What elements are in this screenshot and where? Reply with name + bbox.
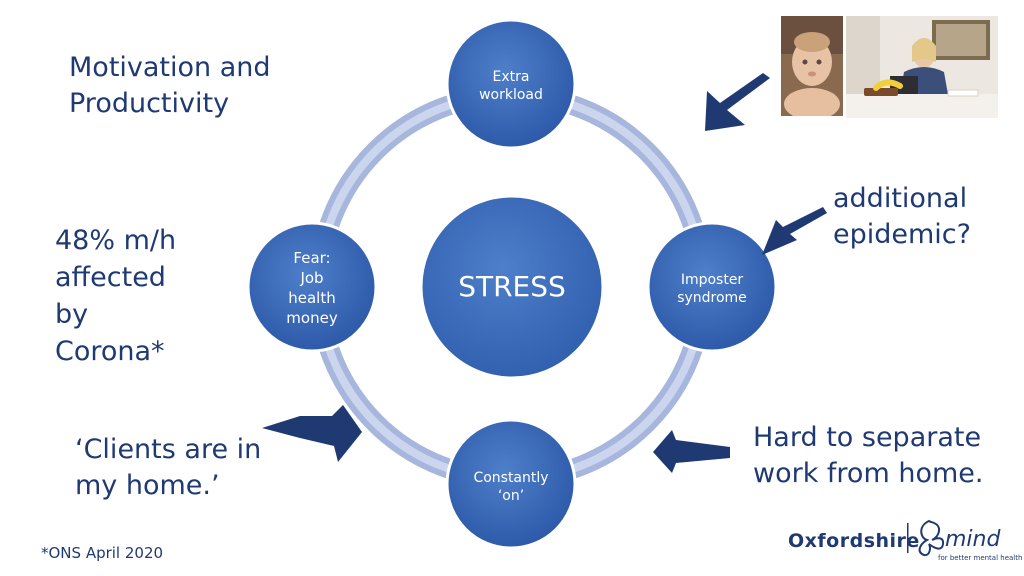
stat-annotation: 48% m/h affected by Corona* [55,222,176,370]
node-left-line-3: health [288,289,336,307]
node-top [445,18,577,150]
separate-line-1: Hard to separate [753,422,982,453]
motivation-annotation: Motivation and Productivity [69,50,271,122]
node-left-label: Fear: Job health money [262,248,362,328]
baby-photo-image [781,16,843,116]
node-bottom-line-1: Constantly [473,470,549,486]
logo-figure-icon [918,519,945,557]
center-label: STRESS [458,270,566,303]
separate-line-2: work from home. [753,458,984,489]
node-top-label: Extra workload [461,68,561,104]
logo-tagline: for better mental health [938,554,1023,562]
clients-line-2: my home.’ [75,470,220,501]
logo-right-text: mind [945,527,1001,552]
arrow-from-clients [262,405,362,462]
node-bottom-line-2: ‘on’ [497,488,525,504]
footnote: *ONS April 2020 [41,544,164,562]
epidemic-line-1: additional [833,183,968,214]
stat-line-3: by [55,299,89,330]
working-parent-photo-image [846,16,998,118]
logo-left-text: Oxfordshire [788,530,920,552]
center-node [419,194,605,380]
arrow-to-top-node [705,73,770,131]
stat-line-2: affected [55,262,166,293]
arrow-to-bottom-node [653,430,730,473]
node-bottom-label: Constantly ‘on’ [461,469,561,505]
separate-annotation: Hard to separate work from home. [753,420,983,492]
stat-line-1: 48% m/h [55,225,177,256]
motivation-line-1: Motivation and [69,52,271,83]
node-right-label: Imposter syndrome [662,271,762,307]
logo-divider [907,523,909,553]
node-top-line-2: workload [479,87,543,103]
node-top-line-1: Extra [492,69,530,85]
node-left-line-2: Job [300,269,324,287]
clients-line-1: ‘Clients are in [75,434,262,465]
baby-photo [781,16,843,116]
clients-annotation: ‘Clients are in my home.’ [75,432,261,504]
epidemic-annotation: additional epidemic? [833,181,971,253]
node-bottom [445,418,577,550]
node-left-line-1: Fear: [293,249,331,267]
node-left [246,221,378,353]
node-right [646,221,778,353]
arrow-to-right-node [762,207,827,255]
node-left-line-4: money [286,309,338,327]
working-parent-photo [846,16,998,118]
node-right-line-2: syndrome [677,290,747,306]
epidemic-line-2: epidemic? [833,219,971,250]
node-right-line-1: Imposter [680,272,744,288]
stat-line-4: Corona* [55,336,165,367]
motivation-line-2: Productivity [69,88,230,119]
